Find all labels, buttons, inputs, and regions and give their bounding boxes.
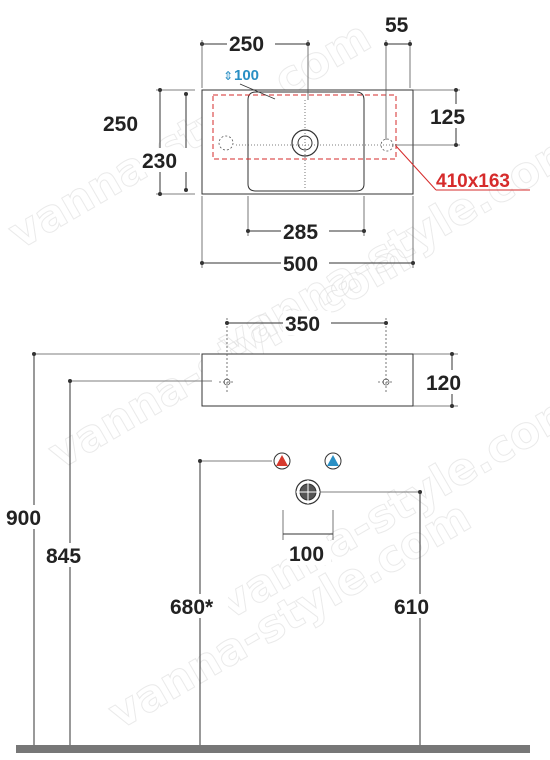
floor-line (16, 745, 530, 753)
red-triangle-icon (276, 455, 288, 466)
total-width-label: 500 (283, 253, 318, 276)
dim-dot (68, 379, 72, 383)
fixing-distance-label: 350 (285, 313, 320, 336)
depth-leader (239, 83, 276, 100)
fixing-hole-left-circle (223, 378, 231, 386)
dim-dot (184, 92, 188, 96)
top-view: 410x163 ⇕ 100 250 55 250 230 (103, 14, 530, 276)
right-offset-label: 55 (385, 14, 409, 37)
dim-dot (450, 352, 454, 356)
width-basin-label: 250 (229, 33, 264, 56)
drain-icon (295, 479, 321, 505)
dim-dot (454, 88, 458, 92)
cutout-outline (212, 94, 397, 160)
label-bg (424, 370, 470, 394)
dim-dot (408, 42, 412, 46)
tap-offset-label: 125 (430, 106, 465, 129)
height-drain-label: 610 (394, 596, 429, 619)
label-bg (392, 594, 442, 618)
label-bg (281, 251, 329, 275)
label-bg (283, 311, 331, 335)
dim-dot (158, 88, 162, 92)
dim-dot (450, 404, 454, 408)
left-hole-top (218, 135, 234, 151)
dim-dot (32, 352, 36, 356)
dim-dot (246, 229, 250, 233)
dim-dot (200, 261, 204, 265)
blue-triangle-icon (327, 455, 339, 466)
depth-label: 100 (234, 67, 259, 84)
height-total-label: 900 (6, 507, 41, 530)
supply-spacing-label: 100 (289, 543, 324, 566)
thickness-label: 120 (426, 372, 461, 395)
dim-dot (225, 321, 229, 325)
label-bg (281, 219, 329, 243)
cutout-dimension-label: 410x163 (436, 171, 510, 192)
label-bg (4, 505, 54, 529)
cold-water-inlet (324, 452, 342, 470)
label-bg (227, 30, 275, 54)
dim-dot (184, 188, 188, 192)
dim-dot (362, 229, 366, 233)
bowl-width-label: 285 (283, 221, 318, 244)
label-bg (168, 594, 228, 618)
height-top-label: 845 (46, 545, 81, 568)
depth-arrow-icon: ⇕ (223, 69, 233, 83)
label-bg (42, 543, 96, 567)
depth-inner-label: 230 (142, 150, 177, 173)
depth-outer-label: 250 (103, 113, 138, 136)
dim-dot (384, 42, 388, 46)
label-bg (428, 104, 474, 128)
fixing-hole-right-circle (382, 378, 390, 386)
basin-outline-front (201, 353, 414, 407)
dim-dot (384, 321, 388, 325)
hot-water-inlet (273, 452, 291, 470)
label-bg (287, 541, 331, 565)
bowl-outline (247, 91, 365, 192)
dim-dot (418, 490, 422, 494)
dim-dot (198, 459, 202, 463)
cutout-leader (395, 145, 437, 191)
dim-dot (454, 143, 458, 147)
dim-dot (411, 261, 415, 265)
height-supply-label: 680* (170, 596, 214, 619)
dim-dot (158, 192, 162, 196)
front-view: 350 120 900 845 (4, 311, 530, 753)
label-bg (140, 148, 188, 172)
